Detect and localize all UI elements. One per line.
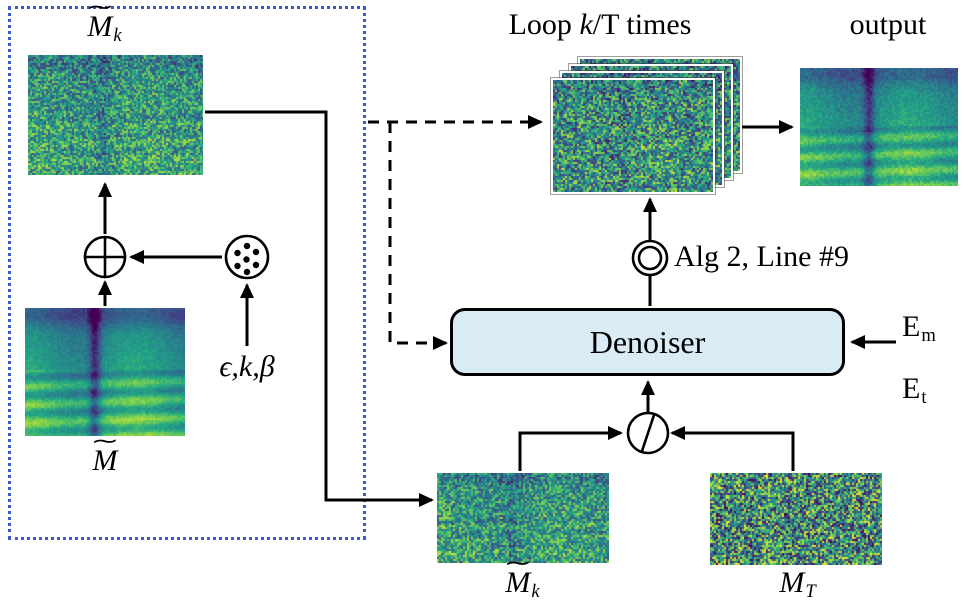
denoiser-label: Denoiser [589,323,706,360]
spectrogram-mk-noisy-bottom [437,473,609,563]
m-symbol: M [505,566,531,599]
denoiser-box: Denoiser [450,308,845,376]
label-m-tilde: ∼M [55,431,155,479]
label-mk-tilde-bottom: ∼Mk [465,553,580,603]
tilde-accent: ∼ [85,0,115,20]
arrow-mk-top-to-mk-bottom [205,110,434,507]
m-tilde-symbol: ∼M [85,0,114,45]
m-symbol: M [92,444,118,477]
k-subscript: k [531,581,540,603]
loop-text: Loop [508,8,580,41]
spectrogram-mt-noise [710,473,882,565]
k-subscript: k [113,25,122,47]
label-mk-tilde-top: ∼Mk [52,0,157,47]
arrow-mt-to-slash [670,426,795,471]
m-symbol: M [779,566,805,599]
label-noise-params: ϵ,k,β [219,350,275,383]
label-mt: MT [740,566,855,603]
arrow-mk-bottom-to-slash [518,426,623,471]
dashed-arrow-to-denoiser [388,122,448,350]
add-noise-operator-icon [83,235,127,279]
loop-k-symbol: k [579,8,593,41]
e-symbol: E [902,310,921,343]
tilde-accent: ∼ [503,551,533,576]
spectrogram-loop-layer-1 [551,78,715,194]
label-alg-line: Alg 2, Line #9 [674,240,849,273]
label-em: Em [902,310,962,347]
m-tilde-symbol: ∼M [503,553,532,601]
m-symbol: M [87,10,113,43]
label-et: Et [902,372,962,409]
e-symbol: E [902,372,921,405]
spectrogram-output [800,68,958,186]
label-loop-times: Loop k/T times [470,8,730,43]
T-subscript: T [805,581,816,603]
m-subscript: m [921,325,936,347]
tilde-accent: ∼ [90,429,120,454]
combine-operator-icon [626,411,670,455]
alg-step-marker-icon [631,239,669,277]
t-subscript: t [921,387,927,409]
noising-process-box [8,6,366,540]
spectrogram-mk-noisy-top [28,55,203,175]
m-tilde-symbol: ∼M [91,431,120,479]
random-noise-source-icon [224,234,270,280]
loop-suffix-text: /T times [592,8,692,41]
label-output: output [849,8,927,41]
spectrogram-m-clean [25,308,185,436]
